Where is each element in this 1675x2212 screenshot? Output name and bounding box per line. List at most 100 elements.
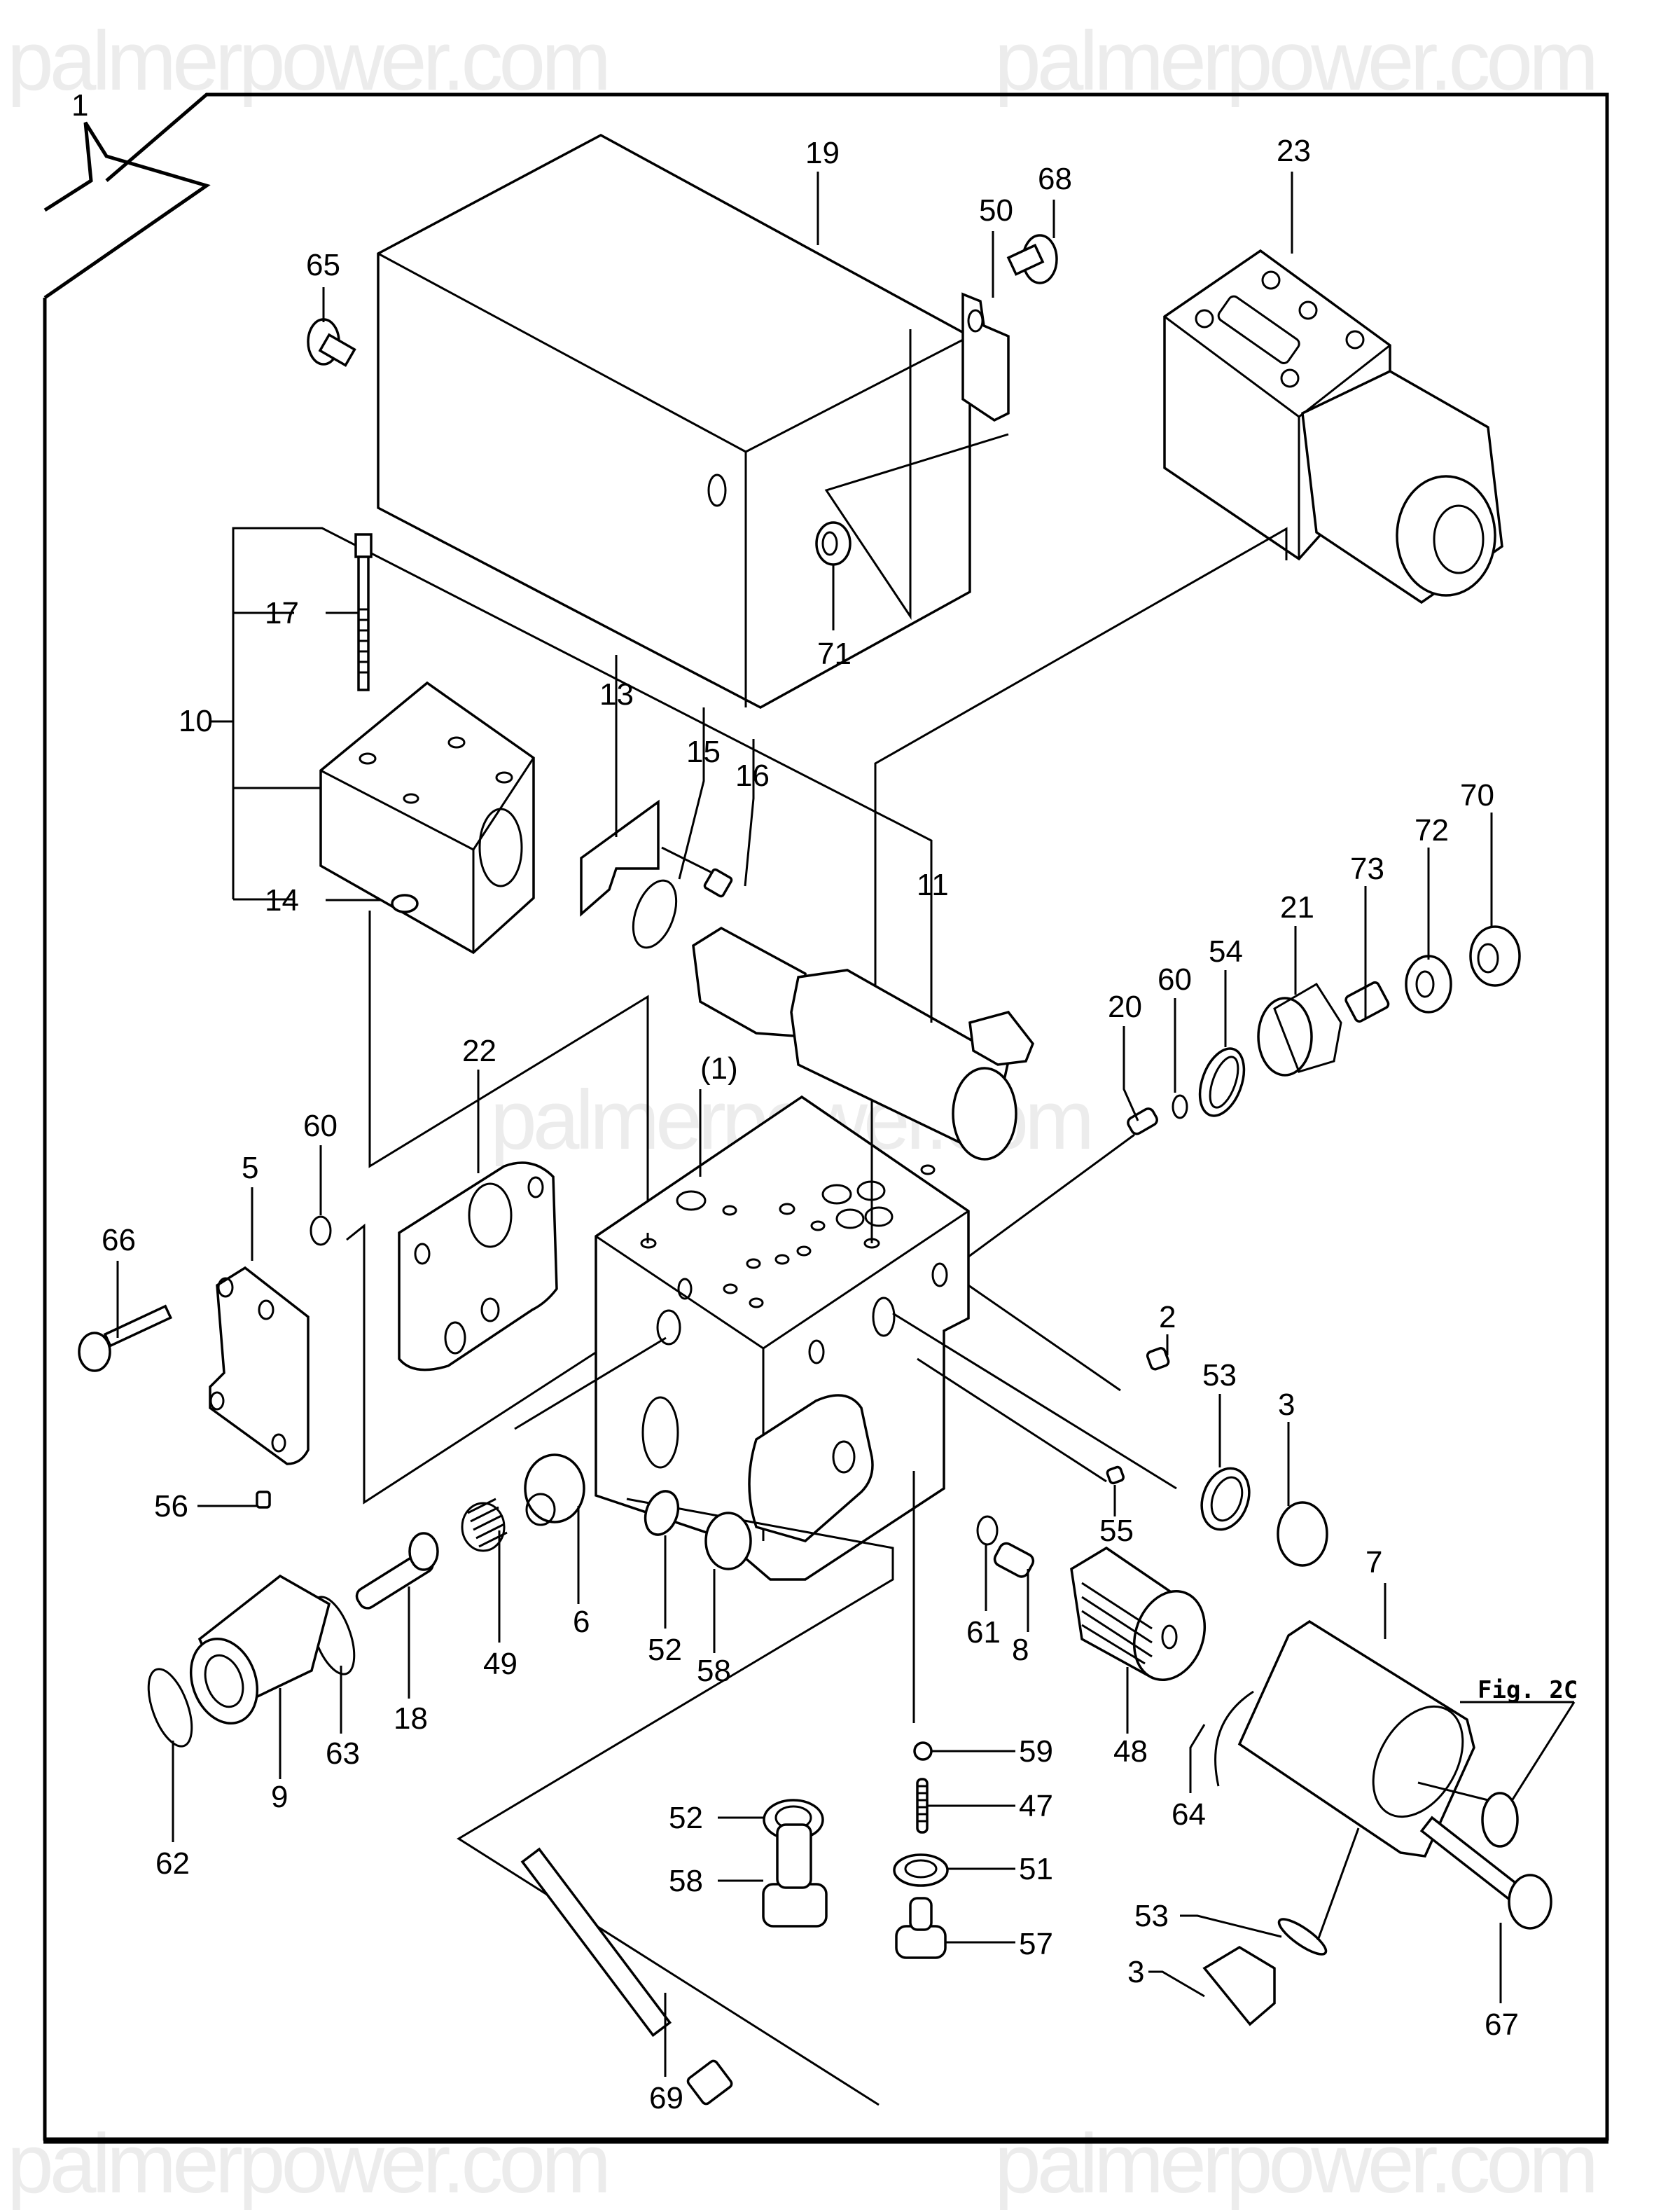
callout-10: 10 [179, 704, 213, 738]
callout-52-upper: 52 [648, 1633, 682, 1667]
part-washer-53-lower: 53 [1134, 1827, 1360, 1956]
part-stack-right: 20 60 54 21 73 72 70 [962, 778, 1521, 1262]
callout-2: 2 [1159, 1300, 1176, 1334]
callout-60-top: 60 [1158, 962, 1192, 997]
watermark-top-right: palmerpower.com [994, 14, 1594, 108]
callout-18: 18 [394, 1701, 428, 1736]
callout-9: 9 [271, 1780, 288, 1814]
callout-57: 57 [1019, 1927, 1053, 1961]
callout-3-lower: 3 [1127, 1955, 1144, 1989]
callout-8: 8 [1012, 1633, 1029, 1667]
callout-60-left: 60 [303, 1109, 338, 1143]
part-washer-52-upper: 52 [457, 1490, 894, 2106]
part-oring-63: 63 [310, 1596, 360, 1771]
callout-47: 47 [1019, 1789, 1053, 1823]
watermark-bottom-left: palmerpower.com [7, 2117, 607, 2211]
part-spool-18: 18 [355, 1532, 439, 1736]
part-fitting-8: 8 [993, 1542, 1035, 1667]
part-solenoid-valve-23: 23 [874, 134, 1503, 995]
part-nut-71: 71 [815, 521, 852, 671]
callout-58-lower: 58 [669, 1864, 703, 1898]
part-gasket-22: 22 [368, 995, 649, 1371]
part-cap-3-lower: 3 [1127, 1945, 1276, 2026]
callout-11: 11 [917, 868, 949, 902]
part-solenoid-11: (1) [692, 926, 1034, 1161]
part-block-10 [319, 681, 535, 1156]
part-spring-49: 49 [461, 1498, 517, 1681]
assembly-frame: 1 [43, 88, 1609, 2144]
callout-7: 7 [1365, 1545, 1382, 1579]
callout-58-upper: 58 [697, 1654, 731, 1688]
part-bracket-50: 50 [961, 193, 1013, 422]
watermark-top-left: palmerpower.com [7, 14, 607, 108]
callout-14: 14 [265, 883, 299, 918]
part-filter-48: 48 [1070, 1546, 1207, 1769]
callout-16: 16 [735, 759, 770, 793]
part-plate-13: 13 [580, 655, 660, 917]
part-plug-55: 55 [1099, 1465, 1134, 1548]
callout-52-lower: 52 [669, 1801, 703, 1835]
part-plug-2: 2 [1146, 1300, 1176, 1371]
callout-64: 64 [1172, 1797, 1206, 1832]
callout-21: 21 [1280, 890, 1314, 925]
callout-22: 22 [462, 1034, 496, 1068]
callout-69: 69 [649, 2081, 683, 2115]
part-cover-6: 6 [524, 1453, 590, 1639]
part-cap-3: 3 [1277, 1388, 1328, 1567]
callout-56: 56 [154, 1489, 188, 1523]
callout-55: 55 [1099, 1514, 1134, 1548]
callout-66: 66 [102, 1223, 136, 1257]
callout-65: 65 [306, 248, 340, 282]
fig-2c-label: Fig. 2C [1478, 1676, 1578, 1704]
part-cover-19: 19 [377, 134, 1009, 709]
callout-72: 72 [1415, 813, 1449, 848]
part-main-body-1 [514, 1089, 1177, 1581]
callout-54: 54 [1209, 934, 1243, 969]
callout-71: 71 [817, 637, 852, 671]
callout-67: 67 [1485, 2007, 1519, 2042]
callout-main-body: (1) [700, 1051, 738, 1086]
callout-49: 49 [483, 1647, 517, 1681]
part-plug-56: 56 [154, 1489, 271, 1523]
callout-68: 68 [1038, 162, 1072, 196]
part-plug-58-upper: 58 [697, 1512, 752, 1688]
callout-53-lower: 53 [1134, 1899, 1169, 1933]
part-housing-7: 7 64 [1172, 1545, 1475, 1858]
part-oring-60: 60 [303, 1109, 617, 1505]
part-bolt-69: 69 [520, 1847, 733, 2115]
callout-50: 50 [979, 193, 1013, 228]
part-bolt-68: 68 [1006, 162, 1072, 284]
callout-59: 59 [1019, 1734, 1053, 1769]
part-bolt-17 [354, 533, 373, 691]
callout-19: 19 [805, 136, 840, 170]
callout-6: 6 [573, 1605, 590, 1639]
part-washer-53: 53 [1200, 1358, 1251, 1531]
watermark-bottom-right: palmerpower.com [994, 2117, 1594, 2211]
callout-61: 61 [966, 1615, 1001, 1650]
callout-20: 20 [1108, 990, 1142, 1024]
part-bolt-65: 65 [306, 248, 356, 367]
callout-51: 51 [1019, 1852, 1053, 1886]
callout-5: 5 [242, 1151, 258, 1185]
callout-53-top: 53 [1202, 1358, 1237, 1392]
figure-reference: Fig. 2C [1417, 1676, 1578, 1848]
callout-63: 63 [326, 1736, 360, 1771]
part-screw-16: 16 [661, 739, 770, 898]
watermarks: palmerpower.com palmerpower.com palmerpo… [7, 14, 1599, 2211]
subassembly-10-bracket: 10 17 14 11 [179, 527, 949, 932]
callout-73: 73 [1350, 852, 1384, 886]
callout-17: 17 [265, 596, 299, 630]
part-bolt-67: 67 [1419, 1816, 1552, 2042]
part-bolt-66: 66 [78, 1223, 173, 1372]
callout-23: 23 [1277, 134, 1311, 168]
part-oring-15: 15 [632, 707, 721, 949]
callout-48: 48 [1113, 1734, 1148, 1769]
callout-1: 1 [71, 88, 88, 123]
part-support-5: 5 [209, 1151, 310, 1465]
callout-62: 62 [155, 1846, 190, 1881]
part-stack-center: 59 47 51 57 52 58 [669, 1471, 1053, 1961]
part-oring-62: 62 [147, 1668, 193, 1881]
callout-70: 70 [1460, 778, 1494, 813]
callout-3-top: 3 [1278, 1388, 1295, 1422]
